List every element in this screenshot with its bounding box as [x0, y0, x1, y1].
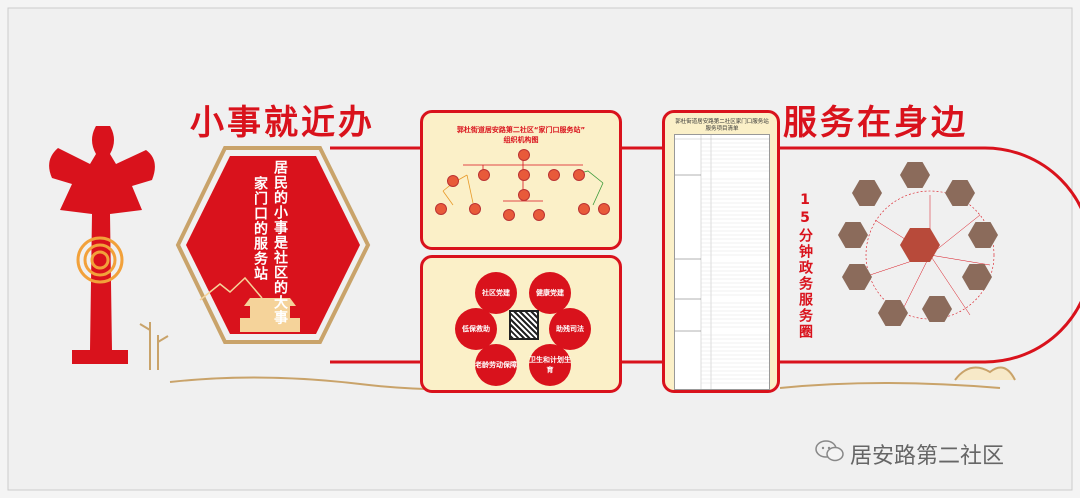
service-list-grid: [675, 135, 769, 389]
qr-code-icon: [509, 310, 539, 340]
service-elderly-labor: 老龄劳动保障: [475, 344, 517, 386]
circle-photo: [878, 300, 908, 326]
circle-title: 15分钟政务服务圈: [797, 192, 813, 340]
service-list-sheet: 郭杜街道居安路第二社区家门口服务站 服务项目清单: [674, 119, 770, 390]
service-subsistence: 低保救助: [455, 308, 497, 350]
circle-photo: [962, 264, 992, 290]
service-party-building: 社区党建: [475, 272, 517, 314]
org-node: [533, 209, 545, 221]
services-panel: 社区党建 健康党建 低保救助 助残司法 老龄劳动保障 卫生和计划生育: [420, 255, 622, 393]
org-chart-subtitle: 组织机构图: [503, 136, 539, 144]
service-list-title: 郭杜街道居安路第二社区家门口服务站 服务项目清单: [675, 119, 769, 133]
service-disability-justice: 助残司法: [549, 308, 591, 350]
org-chart-title: 郭杜街道居安路第二社区“家门口服务站”: [456, 126, 586, 134]
org-node: [573, 169, 585, 181]
org-node: [518, 189, 530, 201]
hexagon-text-col2: 家门口的服务站: [252, 176, 268, 281]
org-node: [518, 149, 530, 161]
org-node: [578, 203, 590, 215]
right-heading: 服务在身边: [783, 103, 968, 143]
service-circle-diagram: [865, 190, 995, 320]
org-node: [548, 169, 560, 181]
org-node: [518, 169, 530, 181]
hexagon-text-col1: 居民的小事是社区的大事: [272, 160, 288, 325]
circle-photo: [842, 264, 872, 290]
huabiao-pillar: [49, 126, 155, 364]
service-list-title-2: 服务项目清单: [705, 126, 739, 132]
circle-photo: [922, 296, 952, 322]
org-node: [503, 209, 515, 221]
org-node: [478, 169, 490, 181]
left-heading: 小事就近办: [190, 103, 375, 143]
org-chart-panel: 郭杜街道居安路第二社区“家门口服务站” 组织机构图: [420, 110, 622, 250]
service-health-party: 健康党建: [529, 272, 571, 314]
watermark-text: 居安路第二社区: [850, 444, 1005, 469]
org-node: [598, 203, 610, 215]
service-list-title-1: 郭杜街道居安路第二社区家门口服务站: [675, 119, 769, 125]
org-node: [447, 175, 459, 187]
service-health-family: 卫生和计划生育: [529, 344, 571, 386]
wechat-icon: [815, 440, 844, 462]
org-node: [469, 203, 481, 215]
circle-photo-center: [900, 228, 940, 262]
org-node: [435, 203, 447, 215]
